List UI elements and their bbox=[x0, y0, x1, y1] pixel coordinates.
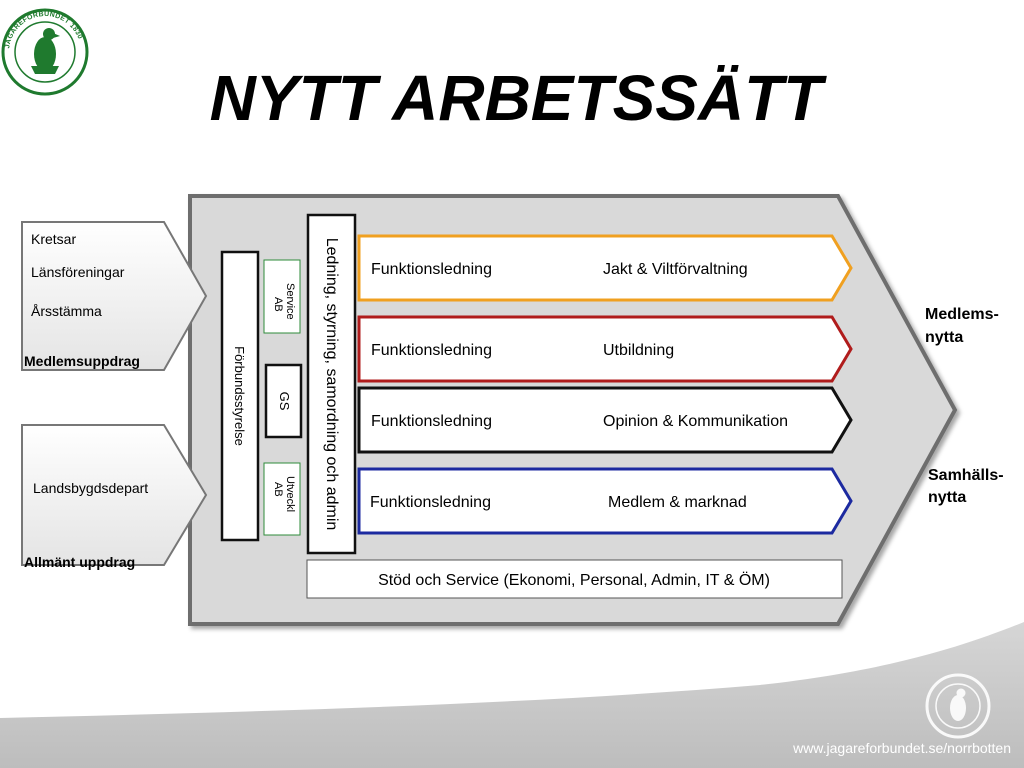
support-box bbox=[306, 559, 843, 599]
member-value-line2: nytta bbox=[925, 329, 963, 346]
board-label: Förbundsstyrelse bbox=[232, 346, 247, 446]
utveckl-ab-label: Utveckl AB bbox=[272, 476, 296, 515]
leadership-box bbox=[306, 213, 357, 555]
function-area: Jakt & Viltförvaltning bbox=[603, 261, 748, 278]
utveckl-ab-box bbox=[263, 462, 301, 536]
function-area: Opinion & Kommunikation bbox=[603, 413, 788, 430]
input-item-lansforeningar: Länsföreningar bbox=[31, 264, 125, 280]
service-ab-box bbox=[263, 259, 301, 334]
service-ab-label: Service AB bbox=[272, 283, 296, 323]
society-value-line2: nytta bbox=[928, 489, 966, 506]
page-title: NYTT ARBETSSÄTT bbox=[210, 62, 828, 134]
member-value-line1: Medlems- bbox=[925, 306, 999, 323]
gs-label: GS bbox=[277, 392, 292, 411]
function-arrow bbox=[357, 467, 853, 535]
function-label: Funktionsledning bbox=[370, 494, 491, 511]
leadership-label: Ledning, styrning, samordning och admin bbox=[323, 238, 340, 531]
watermark-logo bbox=[925, 673, 991, 739]
general-input-arrow bbox=[21, 424, 208, 566]
function-row: Funktionsledning Utbildning bbox=[357, 315, 853, 383]
function-area: Medlem & marknad bbox=[608, 494, 747, 511]
logo: JÄGAREFÖRBUNDET 1830 bbox=[1, 8, 89, 96]
function-arrow bbox=[357, 386, 853, 454]
function-row: Funktionsledning Opinion & Kommunikation bbox=[357, 386, 853, 454]
function-arrow bbox=[357, 234, 853, 302]
member-input-arrow bbox=[21, 221, 208, 371]
footer-url[interactable]: www.jagareforbundet.se/norrbotten bbox=[792, 740, 1011, 756]
member-assignment-caption: Medlemsuppdrag bbox=[24, 353, 140, 369]
function-label: Funktionsledning bbox=[371, 342, 492, 359]
function-label: Funktionsledning bbox=[371, 261, 492, 278]
board-box bbox=[220, 250, 260, 542]
function-label: Funktionsledning bbox=[371, 413, 492, 430]
function-area: Utbildning bbox=[603, 342, 674, 359]
function-row: Funktionsledning Medlem & marknad bbox=[357, 467, 853, 535]
support-label: Stöd och Service (Ekonomi, Personal, Adm… bbox=[378, 571, 770, 589]
input-item-arsstamma: Årsstämma bbox=[31, 303, 102, 319]
function-row: Funktionsledning Jakt & Viltförvaltning bbox=[357, 234, 853, 302]
function-arrow bbox=[357, 315, 853, 383]
eagle-emblem-icon bbox=[31, 28, 60, 74]
footer-band bbox=[0, 622, 1024, 768]
input-item-landsbygdsdepart: Landsbygdsdepart bbox=[33, 480, 148, 496]
eagle-watermark-icon bbox=[950, 688, 966, 721]
general-assignment-caption: Allmänt uppdrag bbox=[24, 554, 135, 570]
gs-box bbox=[264, 363, 303, 439]
input-item-kretsar: Kretsar bbox=[31, 231, 76, 247]
society-value-line1: Samhälls- bbox=[928, 467, 1004, 484]
